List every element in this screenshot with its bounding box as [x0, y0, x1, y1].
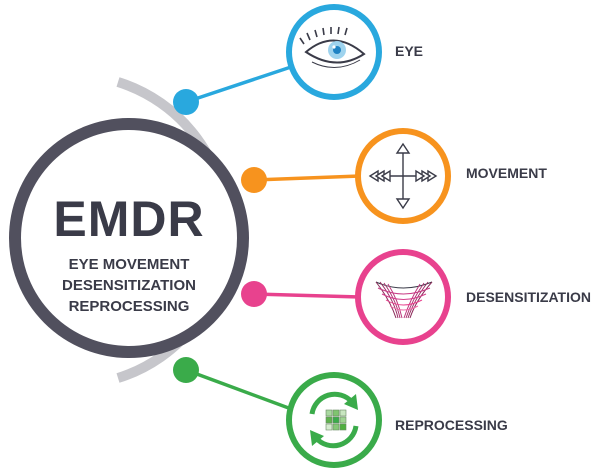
connector-desensitization [253, 292, 361, 299]
four-way-arrows-icon [368, 142, 438, 210]
wave-mesh-icon [375, 281, 433, 319]
recycle-arrows-icon [309, 391, 359, 449]
item-label-eye: EYE [395, 43, 424, 59]
connector-reprocessing [185, 368, 295, 412]
hub-title: EMDR [53, 191, 205, 247]
item-circle-desensitization [355, 249, 451, 345]
node-dot-movement [241, 167, 267, 193]
item-label-movement: MOVEMENT [466, 165, 547, 181]
node-dot-reprocessing [173, 357, 199, 383]
item-label-reprocessing: REPROCESSING [395, 417, 508, 433]
node-dot-desensitization [241, 281, 267, 307]
hub-subtitle-line-2: DESENSITIZATION [62, 277, 196, 294]
item-label-desensitization: DESENSITIZATION [466, 289, 591, 305]
connector-movement [253, 174, 361, 182]
connector-eye [185, 64, 295, 104]
hub-circle [9, 118, 249, 358]
node-dot-eye [173, 89, 199, 115]
hub-subtitle-line-3: REPROCESSING [68, 298, 190, 315]
eye-icon [299, 26, 366, 68]
hub-subtitle-line-1: EYE MOVEMENT [68, 256, 190, 273]
